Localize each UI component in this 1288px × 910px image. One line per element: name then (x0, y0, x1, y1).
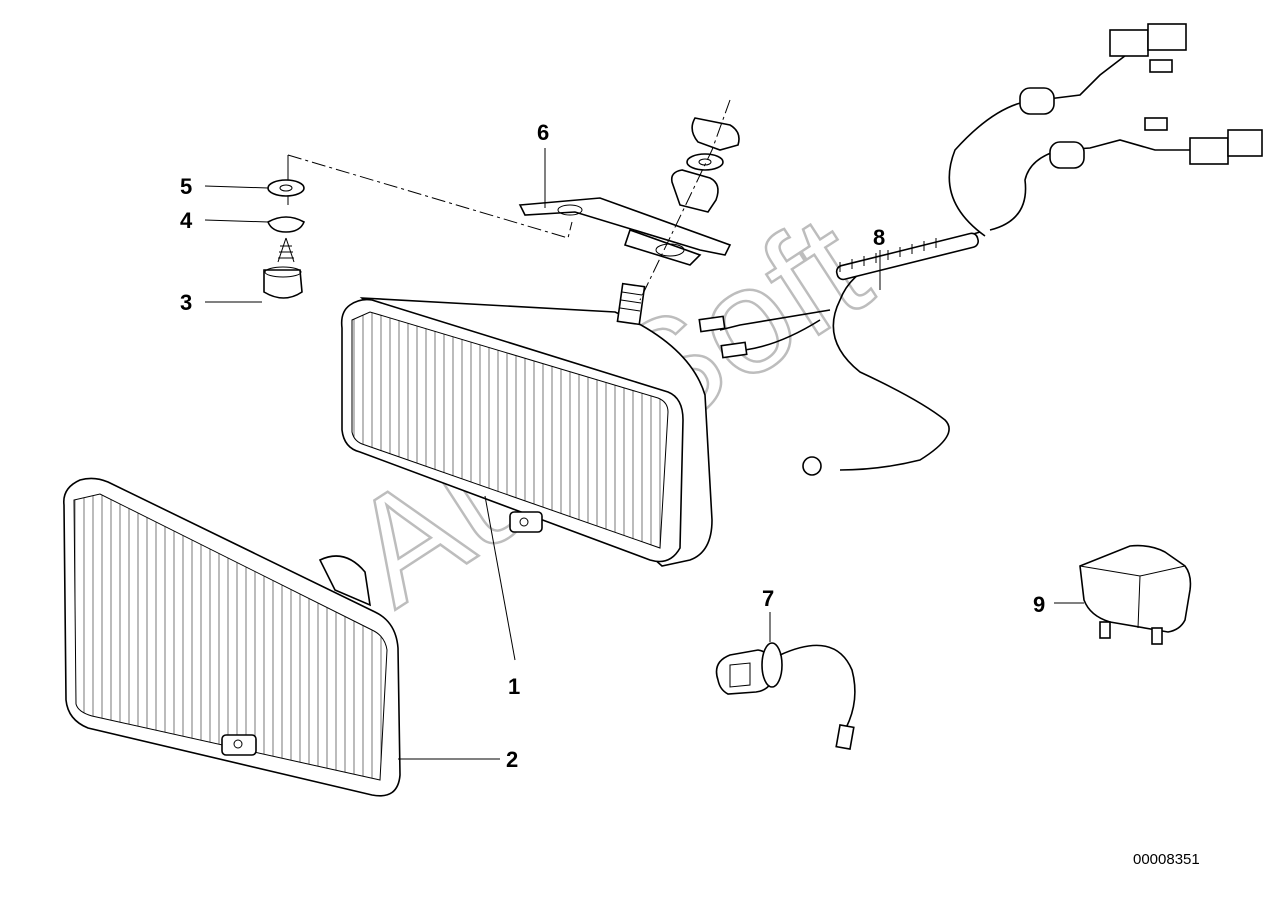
fog-lamp-assembly (340, 282, 713, 567)
callout-6: 6 (537, 120, 549, 145)
leader-lines (204, 148, 1084, 760)
bulb-with-lead (715, 642, 856, 750)
callout-3: 3 (180, 290, 192, 315)
relay (1079, 544, 1192, 645)
document-number: 00008351 (1133, 851, 1200, 868)
wiring-harness (698, 23, 1263, 476)
fastener-stack (263, 179, 306, 299)
callout-8: 8 (873, 225, 885, 250)
callout-1: 1 (508, 674, 520, 699)
callout-5: 5 (180, 174, 192, 199)
callout-4: 4 (180, 208, 193, 233)
fog-lamp-lens (63, 477, 401, 797)
callout-7: 7 (762, 586, 774, 611)
mounting-bracket (518, 197, 732, 266)
callout-9: 9 (1033, 592, 1045, 617)
callout-2: 2 (506, 747, 518, 772)
assembly-lines (287, 99, 731, 301)
adjuster-hardware (670, 117, 740, 213)
